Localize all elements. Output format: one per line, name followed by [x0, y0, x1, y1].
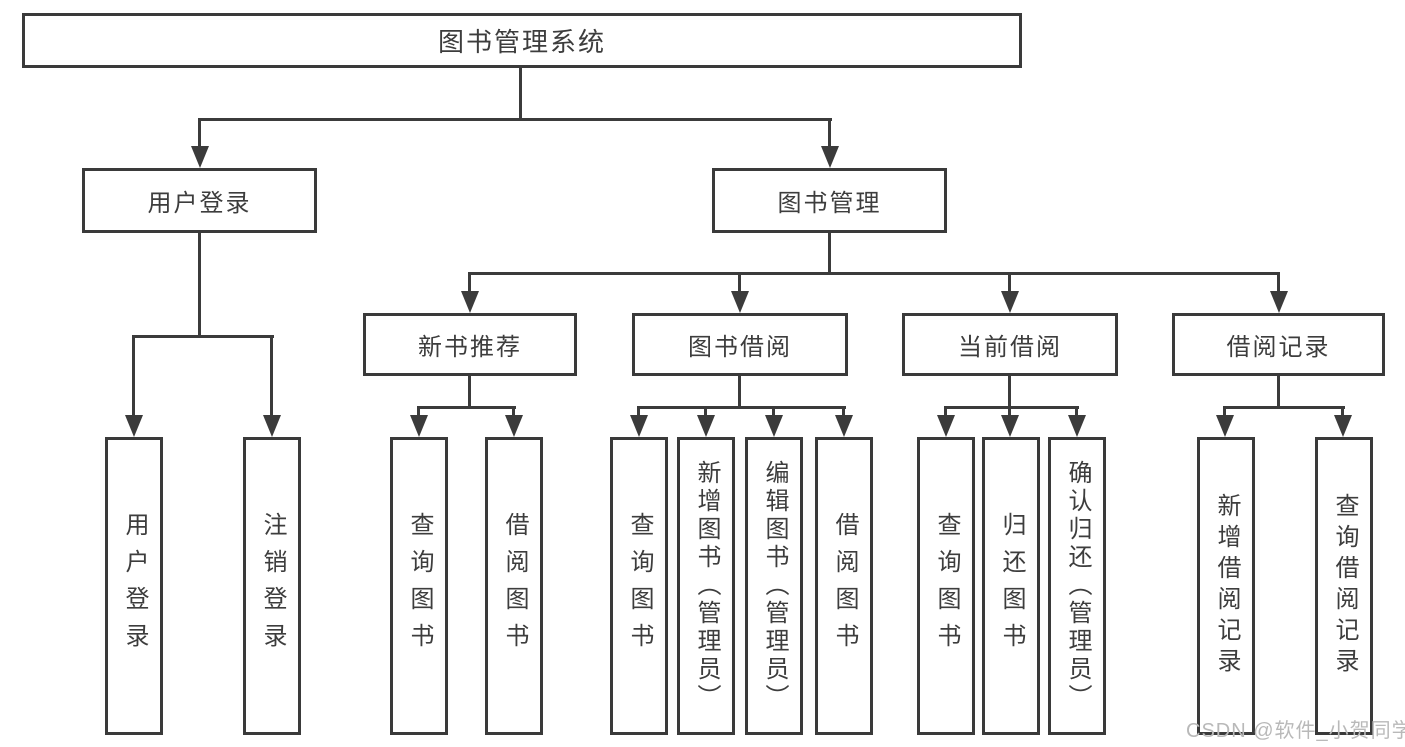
connector-line [512, 406, 515, 417]
connector-line [704, 406, 707, 417]
connector-line [1223, 406, 1345, 409]
node-current-borrowing: 当前借阅 [902, 313, 1118, 376]
node-user-login: 用户登录 [82, 168, 317, 233]
connector-line [417, 406, 516, 409]
arrowhead-down-icon [1001, 291, 1019, 313]
arrowhead-down-icon [697, 415, 715, 437]
connector-line [198, 233, 201, 338]
arrowhead-down-icon [410, 415, 428, 437]
connector-line [1277, 376, 1280, 409]
arrowhead-down-icon [1216, 415, 1234, 437]
node-book-borrowing: 图书借阅 [632, 313, 848, 376]
arrowhead-down-icon [1068, 415, 1086, 437]
node-user-login-leaf: 用户登录 [105, 437, 163, 735]
node-query-books-recommendation: 查询图书 [390, 437, 448, 735]
connector-line [270, 335, 273, 417]
connector-line [1223, 406, 1226, 417]
node-return-books: 归还图书 [982, 437, 1040, 735]
connector-line [198, 118, 201, 148]
connector-line [738, 376, 741, 409]
connector-line [637, 406, 846, 409]
connector-line [132, 335, 135, 417]
arrowhead-down-icon [263, 415, 281, 437]
arrowhead-down-icon [461, 291, 479, 313]
arrowhead-down-icon [765, 415, 783, 437]
node-borrow-books-leaf: 借阅图书 [815, 437, 873, 735]
connector-line [944, 406, 947, 417]
connector-line [468, 272, 1280, 275]
arrowhead-down-icon [505, 415, 523, 437]
connector-line [519, 68, 522, 121]
node-confirm-return-admin: 确认归还（管理员） [1048, 437, 1106, 735]
arrowhead-down-icon [821, 146, 839, 168]
arrowhead-down-icon [1270, 291, 1288, 313]
node-add-books-admin: 新增图书（管理员） [677, 437, 735, 735]
connector-line [1008, 272, 1011, 293]
connector-line [1008, 406, 1011, 417]
arrowhead-down-icon [937, 415, 955, 437]
connector-line [132, 335, 274, 338]
connector-line [1341, 406, 1344, 417]
node-edit-books-admin: 编辑图书（管理员） [745, 437, 803, 735]
arrowhead-down-icon [125, 415, 143, 437]
connector-line [772, 406, 775, 417]
arrowhead-down-icon [1334, 415, 1352, 437]
connector-line [198, 118, 832, 121]
connector-line [1008, 376, 1011, 409]
connector-line [828, 233, 831, 275]
node-book-management: 图书管理 [712, 168, 947, 233]
connector-line [1277, 272, 1280, 293]
node-query-books-borrowing: 查询图书 [610, 437, 668, 735]
connector-line [468, 376, 471, 409]
connector-line [828, 118, 831, 148]
connector-line [738, 272, 741, 293]
node-new-book-recommendation: 新书推荐 [363, 313, 577, 376]
arrowhead-down-icon [630, 415, 648, 437]
arrowhead-down-icon [1001, 415, 1019, 437]
arrowhead-down-icon [731, 291, 749, 313]
node-borrow-books-recommendation: 借阅图书 [485, 437, 543, 735]
node-library-management-system: 图书管理系统 [22, 13, 1022, 68]
node-add-borrow-record: 新增借阅记录 [1197, 437, 1255, 735]
arrowhead-down-icon [835, 415, 853, 437]
connector-line [944, 406, 1079, 409]
node-borrowing-records: 借阅记录 [1172, 313, 1385, 376]
node-query-books-current: 查询图书 [917, 437, 975, 735]
node-query-borrow-record: 查询借阅记录 [1315, 437, 1373, 735]
node-logout: 注销登录 [243, 437, 301, 735]
connector-line [1075, 406, 1078, 417]
connector-line [842, 406, 845, 417]
connector-line [417, 406, 420, 417]
arrowhead-down-icon [191, 146, 209, 168]
connector-line [468, 272, 471, 293]
csdn-watermark: CSDN @软件_小贺同学 [1186, 720, 1405, 742]
connector-line [637, 406, 640, 417]
